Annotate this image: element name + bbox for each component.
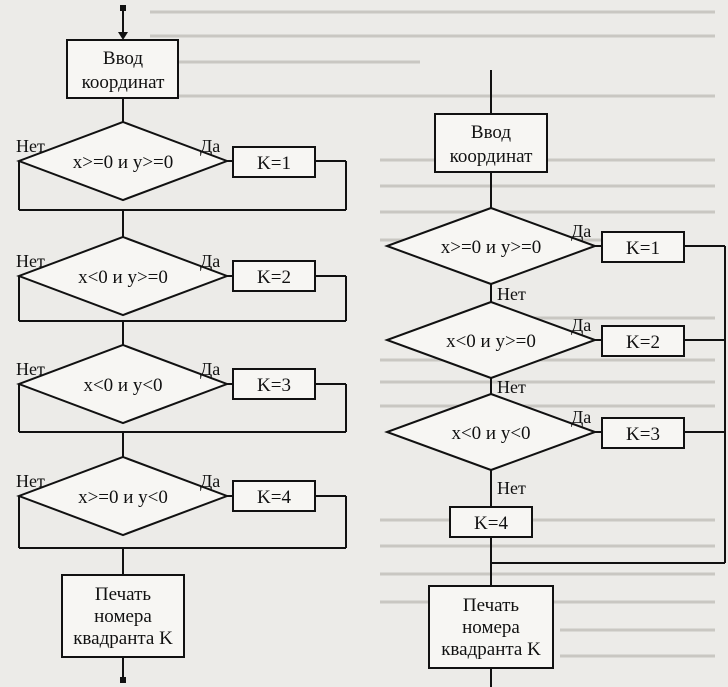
right-action-1-text: K=1 bbox=[626, 238, 660, 259]
right-input-line-1: Ввод bbox=[471, 122, 511, 143]
right-flowchart: Ввод координат x>=0 и y>=0 Да K=1 Нет x<… bbox=[384, 70, 726, 687]
left-decision-4-no: Нет bbox=[16, 471, 45, 491]
left-decision-1 bbox=[16, 120, 230, 202]
left-action-1 bbox=[232, 146, 316, 178]
right-output-line-2: номера bbox=[462, 617, 520, 638]
right-action-3-text: K=3 bbox=[626, 424, 660, 445]
left-flowchart: Ввод координат x>=0 и y>=0 Нет Да K=1 x<… bbox=[16, 5, 347, 683]
left-action-2-text: K=2 bbox=[257, 267, 291, 288]
left-decision-2 bbox=[16, 235, 230, 317]
left-decision-3-yes: Да bbox=[200, 359, 220, 379]
left-output-line-2: номера bbox=[94, 606, 152, 627]
right-action-4-text: K=4 bbox=[474, 513, 508, 534]
right-input-line-2: координат bbox=[450, 146, 533, 167]
right-decision-3-no: Нет bbox=[497, 478, 526, 498]
right-decision-2-no: Нет bbox=[497, 377, 526, 397]
left-decision-1-no: Нет bbox=[16, 136, 45, 156]
left-decision-4-cond: x>=0 и y<0 bbox=[78, 487, 168, 508]
right-decision-2-yes: Да bbox=[571, 315, 591, 335]
left-action-4 bbox=[232, 480, 316, 512]
left-input-box bbox=[66, 39, 179, 99]
right-decision-3-cond: x<0 и y<0 bbox=[451, 423, 530, 444]
left-action-3 bbox=[232, 368, 316, 400]
left-action-3-text: K=3 bbox=[257, 375, 291, 396]
right-decision-1-no: Нет bbox=[497, 284, 526, 304]
right-output-line-1: Печать bbox=[463, 595, 519, 616]
right-decision-1-yes: Да bbox=[571, 221, 591, 241]
left-output-box bbox=[61, 574, 185, 658]
left-decision-2-yes: Да bbox=[200, 251, 220, 271]
right-action-2 bbox=[601, 325, 685, 357]
left-decision-3-no: Нет bbox=[16, 359, 45, 379]
left-decision-1-cond: x>=0 и y>=0 bbox=[73, 152, 174, 173]
left-decision-1-yes: Да bbox=[200, 136, 220, 156]
left-decision-2-no: Нет bbox=[16, 251, 45, 271]
left-action-4-text: K=4 bbox=[257, 487, 291, 508]
right-output-line-3: квадранта K bbox=[441, 639, 541, 660]
left-decision-4 bbox=[16, 455, 230, 537]
left-decision-3 bbox=[16, 343, 230, 425]
right-decision-2-cond: x<0 и y>=0 bbox=[446, 331, 536, 352]
left-action-1-text: K=1 bbox=[257, 153, 291, 174]
right-output-box bbox=[428, 585, 554, 669]
left-decision-3-cond: x<0 и y<0 bbox=[83, 375, 162, 396]
background-text-lines bbox=[150, 10, 715, 658]
left-end-marker bbox=[120, 677, 126, 683]
right-action-2-text: K=2 bbox=[626, 332, 660, 353]
right-input-box bbox=[434, 113, 548, 173]
right-action-3 bbox=[601, 417, 685, 449]
left-input-line-1: Ввод bbox=[103, 48, 143, 69]
left-input-line-2: координат bbox=[82, 72, 165, 93]
right-decision-3-yes: Да bbox=[571, 407, 591, 427]
left-decision-2-cond: x<0 и y>=0 bbox=[78, 267, 168, 288]
left-decision-4-yes: Да bbox=[200, 471, 220, 491]
left-output-line-3: квадранта K bbox=[73, 628, 173, 649]
left-output-line-1: Печать bbox=[95, 584, 151, 605]
right-decision-1-cond: x>=0 и y>=0 bbox=[441, 237, 542, 258]
